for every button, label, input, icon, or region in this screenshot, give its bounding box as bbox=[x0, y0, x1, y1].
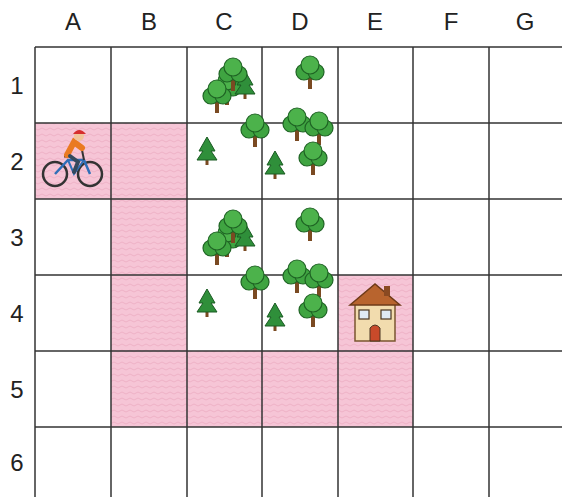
row-label: 5 bbox=[10, 378, 23, 402]
column-label: G bbox=[516, 10, 535, 34]
column-label: A bbox=[65, 10, 81, 34]
column-label: E bbox=[367, 10, 383, 34]
row-label: 3 bbox=[10, 226, 23, 250]
column-label: D bbox=[291, 10, 308, 34]
column-label: C bbox=[215, 10, 232, 34]
row-label: 1 bbox=[10, 74, 23, 98]
column-label: F bbox=[444, 10, 459, 34]
row-label: 2 bbox=[10, 150, 23, 174]
row-label: 6 bbox=[10, 451, 23, 475]
column-label: B bbox=[141, 10, 157, 34]
row-label: 4 bbox=[10, 302, 23, 326]
